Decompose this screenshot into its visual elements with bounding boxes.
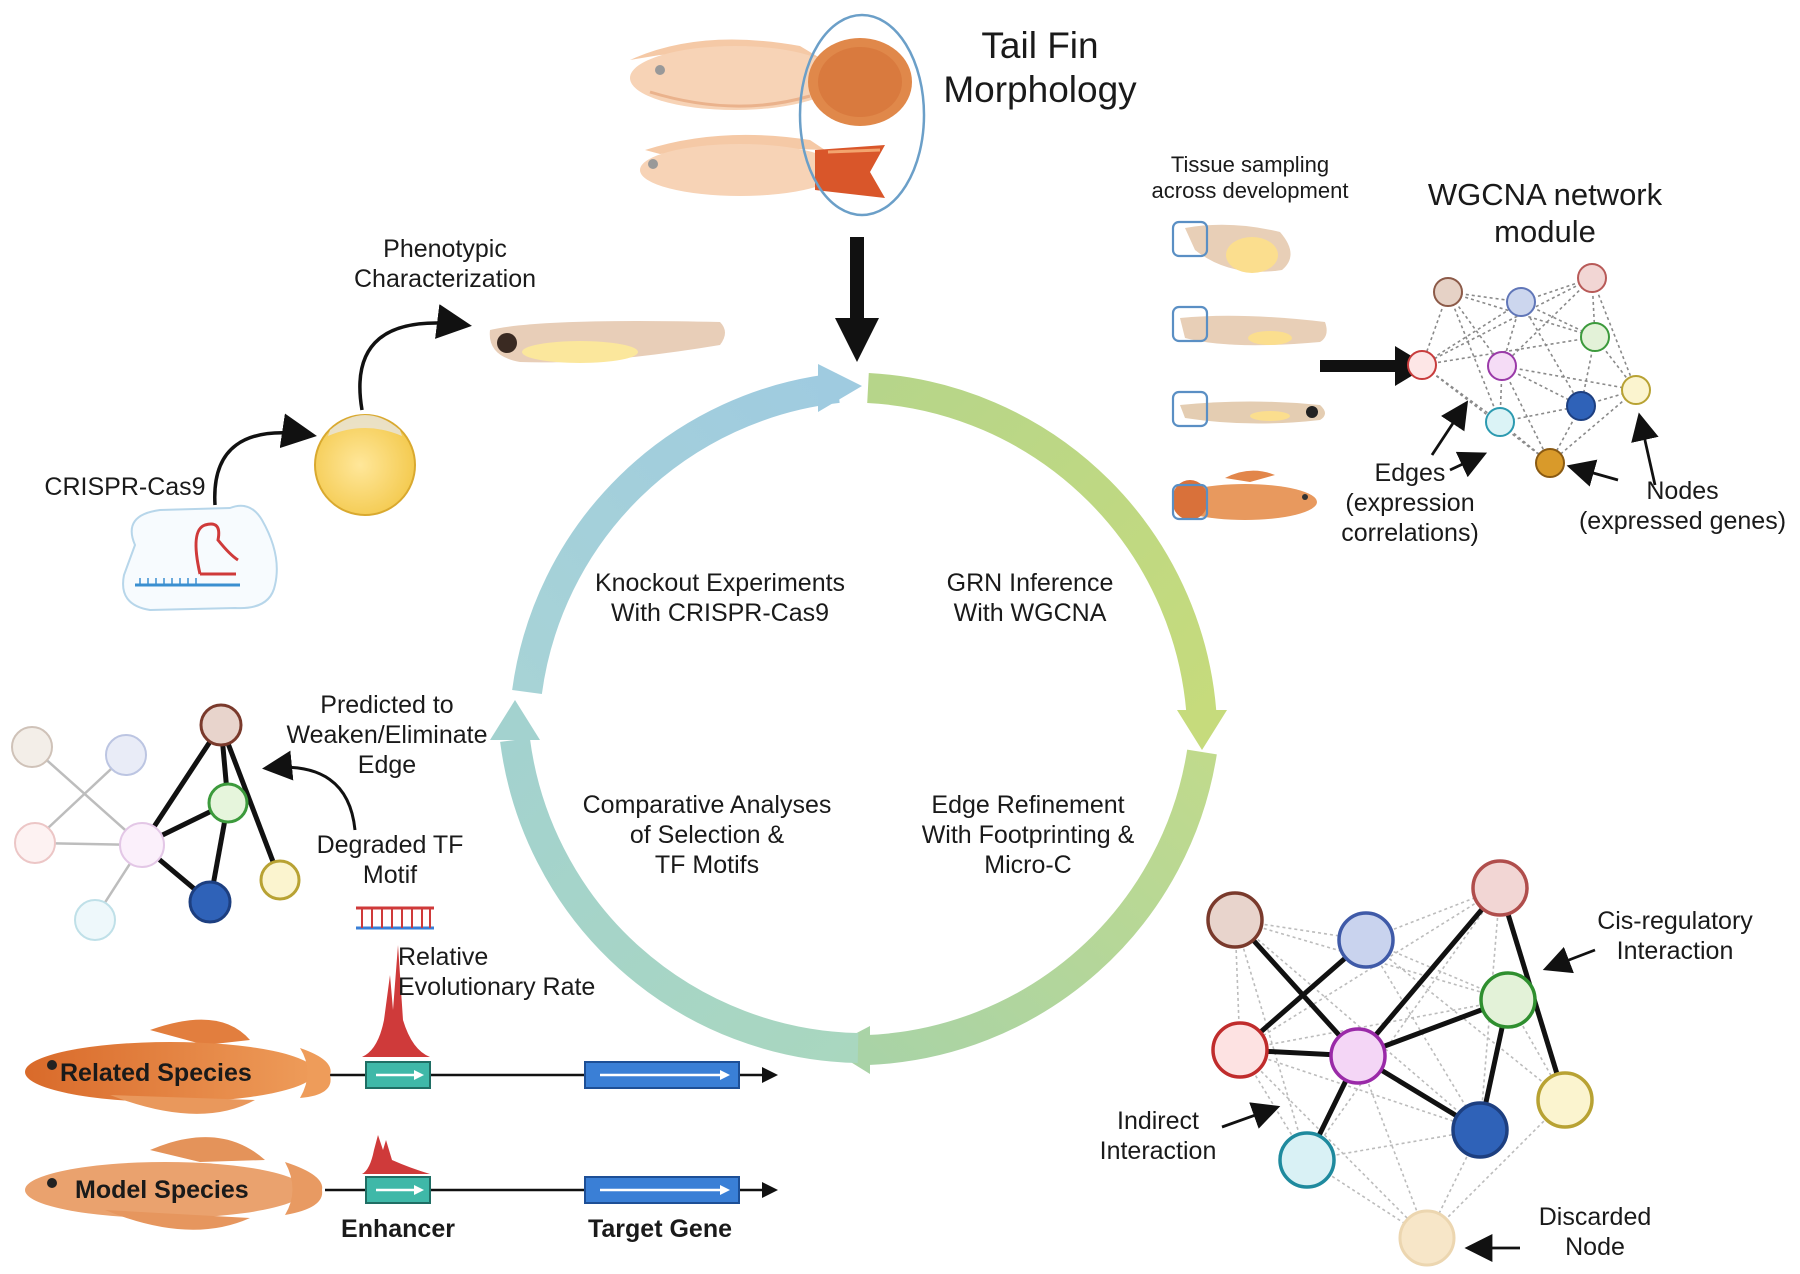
wgcna-network (1407, 263, 1651, 478)
wgcna-line-1: WGCNA network (1427, 177, 1663, 212)
degraded-line-2: Motif (362, 861, 418, 889)
indirect-line-1: Indirect (1117, 1107, 1199, 1135)
tissue-line-1: Tissue sampling (1170, 152, 1330, 177)
model-species-fish (25, 1137, 323, 1230)
relative-rate-label: Relative Evolutionary Rate (398, 942, 638, 1002)
discarded-node-label: Discarded Node (1510, 1202, 1680, 1262)
predicted-line-3: Edge (357, 751, 417, 779)
predicted-line-1: Predicted to (320, 691, 454, 719)
knockout-line-1: Knockout Experiments (594, 569, 846, 597)
degraded-line-1: Degraded TF (316, 831, 464, 859)
edge-refinement-line-3: Micro-C (984, 851, 1072, 879)
phenotypic-label: Phenotypic Characterization (330, 234, 560, 294)
cis-line-1: Cis-regulatory (1597, 907, 1753, 935)
comparative-line-1: Comparative Analyses (582, 791, 832, 819)
tissue-sampling-label: Tissue sampling across development (1135, 152, 1365, 205)
refined-network (1206, 859, 1594, 1267)
edge-refinement-line-1: Edge Refinement (931, 791, 1125, 819)
comparative-line-2: of Selection & (629, 821, 785, 849)
crispr-to-egg-arrow (213, 413, 317, 506)
comparative-label: Comparative Analyses of Selection & TF M… (548, 790, 866, 880)
related-peak (362, 945, 430, 1057)
related-species-fish (25, 1019, 331, 1114)
cis-regulatory-label: Cis-regulatory Interaction (1575, 906, 1775, 966)
wgcna-pointer-arrows (1430, 400, 1659, 487)
crispr-card (122, 504, 278, 612)
cycle-arrowhead-left (490, 700, 540, 740)
wgcna-module-label: WGCNA network module (1405, 176, 1685, 250)
cycle-arrowhead-right (1177, 710, 1227, 750)
relative-line-2: Evolutionary Rate (398, 973, 596, 1001)
wgcna-line-2: module (1494, 214, 1596, 250)
knockout-line-2: With CRISPR-Cas9 (610, 599, 830, 627)
relative-line-1: Relative (398, 943, 489, 971)
top-down-arrow (835, 237, 879, 362)
tissue-line-2: across development (1151, 178, 1349, 204)
cycle-arrows (490, 364, 1227, 1074)
tail-fin-line-1: Tail Fin (981, 25, 1099, 66)
degraded-to-edge-arrow (262, 750, 357, 831)
tail-fin-morphology-label: Tail Fin Morphology (925, 24, 1155, 113)
phenotypic-line-2: Characterization (353, 265, 537, 293)
model-species-label: Model Species (75, 1176, 249, 1204)
motif-network (11, 703, 301, 941)
model-peak (362, 1135, 430, 1174)
phenotypic-line-1: Phenotypic (383, 235, 507, 263)
indirect-label: Indirect Interaction (1078, 1106, 1238, 1166)
discarded-line-2: Node (1565, 1233, 1625, 1261)
cis-line-2: Interaction (1616, 937, 1734, 965)
tissue-sampling-column (1171, 220, 1327, 521)
nodes-line-1: Nodes (1646, 477, 1719, 505)
nodes-line-2: (expressed genes) (1578, 507, 1787, 535)
tail-fin-fish-group (630, 13, 926, 217)
grn-line-1: GRN Inference (946, 569, 1114, 597)
egg (314, 414, 416, 516)
edges-line-3: correlations) (1341, 519, 1479, 547)
edge-refinement-line-2: With Footprinting & (921, 821, 1135, 849)
egg-to-larva-arrow (358, 304, 472, 411)
refined-pointer-arrows (1221, 946, 1596, 1262)
nodes-label: Nodes (expressed genes) (1565, 476, 1800, 536)
grn-line-2: With WGCNA (953, 599, 1107, 627)
comparative-line-3: TF Motifs (654, 851, 760, 879)
gene-tracks (325, 945, 778, 1204)
predicted-line-2: Weaken/Eliminate (286, 721, 488, 749)
larva (489, 321, 725, 363)
related-species-label: Related Species (60, 1059, 252, 1087)
grn-label: GRN Inference With WGCNA (920, 568, 1140, 628)
cycle-arrowhead-top (818, 364, 862, 412)
enhancer-label: Enhancer (341, 1215, 455, 1243)
edge-refinement-label: Edge Refinement With Footprinting & Micr… (888, 790, 1168, 880)
target-gene-label: Target Gene (587, 1215, 733, 1243)
knockout-label: Knockout Experiments With CRISPR-Cas9 (565, 568, 875, 628)
edges-line-1: Edges (1374, 459, 1446, 487)
degraded-motif-label: Degraded TF Motif (290, 830, 490, 890)
edges-label: Edges (expression correlations) (1320, 458, 1500, 548)
motif-dna-icon (356, 906, 434, 930)
indirect-line-2: Interaction (1099, 1137, 1217, 1165)
crispr-label: CRISPR-Cas9 (44, 473, 206, 501)
edges-line-2: (expression (1345, 489, 1475, 517)
discarded-line-1: Discarded (1538, 1203, 1652, 1231)
tail-fin-line-2: Morphology (943, 69, 1137, 111)
predicted-label: Predicted to Weaken/Eliminate Edge (272, 690, 502, 780)
